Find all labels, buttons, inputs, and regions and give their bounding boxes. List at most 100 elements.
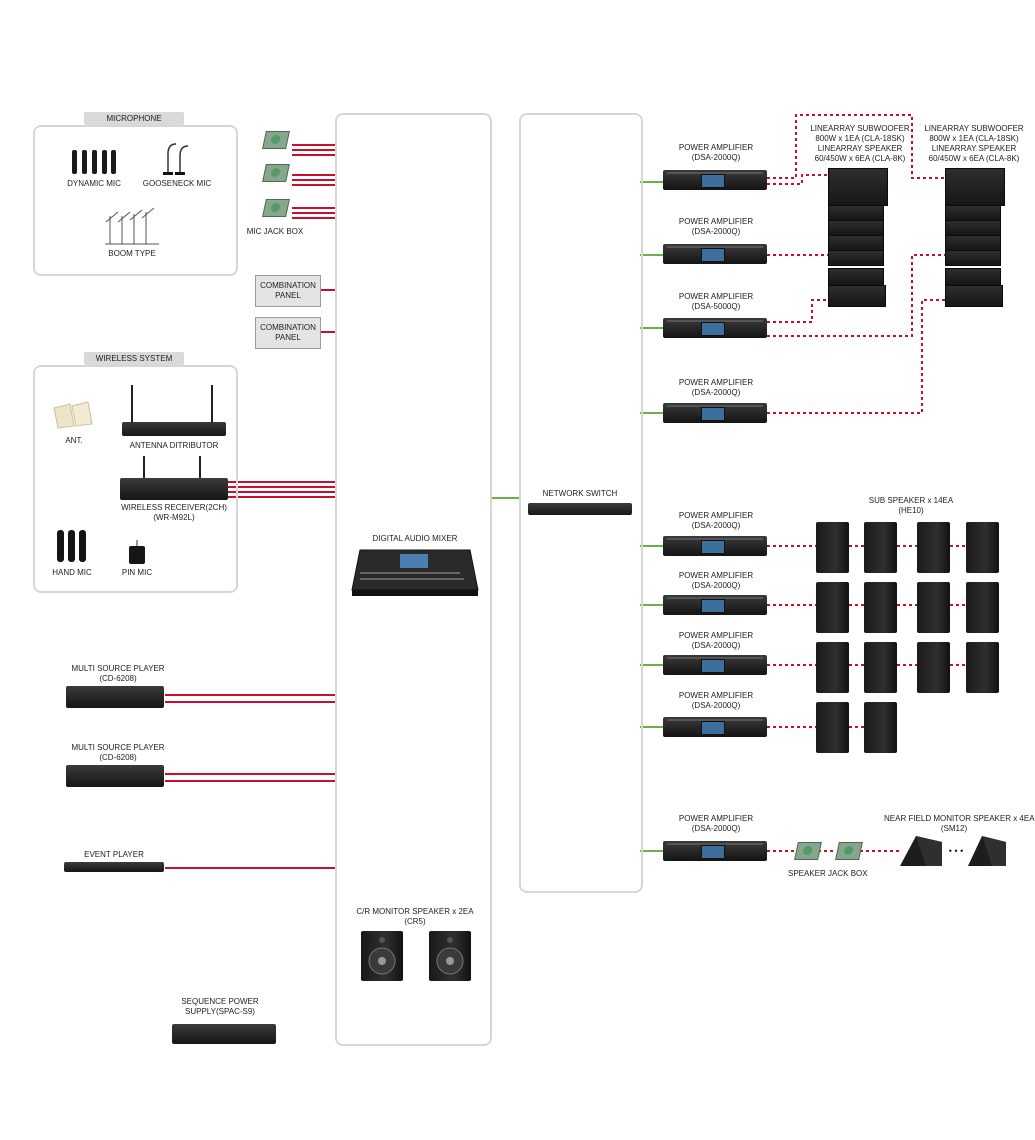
amp-7-line2: (DSA-2000Q)	[691, 641, 741, 650]
antenna-icon	[52, 400, 96, 430]
sub-speaker-r3-2	[864, 642, 897, 693]
linearray-left-line3: LINEARRAY SPEAKER	[817, 144, 903, 153]
amp-2-label: POWER AMPLIFIER(DSA-2000Q)	[664, 217, 768, 237]
power-amplifier-4	[663, 403, 767, 423]
ant-label: ANT.	[65, 436, 83, 445]
cr-monitor-right	[429, 931, 471, 981]
linearray-left-box-3	[828, 235, 884, 251]
amp-8-line2: (DSA-2000Q)	[691, 701, 741, 710]
network-column	[519, 113, 643, 893]
combination-panel-1-line1: COMBINATION	[260, 281, 316, 290]
wireless-receiver-line1: WIRELESS RECEIVER(2CH)	[121, 503, 227, 512]
linearray-right-box-6	[945, 285, 1003, 307]
sequence-power-line1: SEQUENCE POWER	[181, 997, 259, 1006]
pin-mic-icon	[126, 540, 148, 564]
amp-7-label: POWER AMPLIFIER(DSA-2000Q)	[664, 631, 768, 651]
linearray-right-line4: 60/450W x 6EA (CLA-8K)	[928, 154, 1020, 163]
power-amplifier-9	[663, 841, 767, 861]
dynamic-mic-icon	[70, 148, 118, 176]
speaker-jack-box-2	[835, 842, 863, 860]
linearray-left-line2: 800W x 1EA (CLA-18SK)	[815, 134, 905, 143]
multi-source-2-line2: (CD-6208)	[99, 753, 137, 762]
sub-speaker-r2-1	[816, 582, 849, 633]
multi-source-1-label: MULTI SOURCE PLAYER(CD-6208)	[60, 664, 176, 684]
sequence-power-line2: SUPPLY(SPAC-S9)	[185, 1007, 255, 1016]
linearray-left-box-6	[828, 285, 886, 307]
hand-mic-label: HAND MIC	[52, 568, 92, 577]
antenna-distributor-label: ANTENNA DITRIBUTOR	[129, 441, 219, 450]
multi-source-1-line1: MULTI SOURCE PLAYER	[71, 664, 165, 673]
sub-speaker-r3-4	[966, 642, 999, 693]
amp-3-label: POWER AMPLIFIER(DSA-5000Q)	[664, 292, 768, 312]
linearray-right-box-3	[945, 235, 1001, 251]
network-switch-label: NETWORK SWITCH	[542, 489, 618, 498]
amp-9-line1: POWER AMPLIFIER	[678, 814, 754, 823]
linearray-left-label: LINEARRAY SUBWOOFER 800W x 1EA (CLA-18SK…	[808, 124, 912, 164]
mic-jack-box-2	[262, 164, 290, 182]
sub-speaker-r2-4	[966, 582, 999, 633]
linearray-left-line4: 60/450W x 6EA (CLA-8K)	[814, 154, 906, 163]
gooseneck-mic-icon	[160, 140, 194, 176]
power-amplifier-5	[663, 536, 767, 556]
amp-4-line1: POWER AMPLIFIER	[678, 378, 754, 387]
mic-jack-box-1	[262, 131, 290, 149]
wireless-receiver-label: WIRELESS RECEIVER(2CH)(WR-M92L)	[110, 503, 238, 523]
sub-speaker-r2-3	[917, 582, 950, 633]
sub-speaker-r1-4	[966, 522, 999, 573]
linearray-right-sub	[945, 168, 1005, 206]
wireless-receiver-antennas	[138, 456, 208, 480]
audio-lines	[165, 144, 335, 869]
amp-9-label: POWER AMPLIFIER(DSA-2000Q)	[664, 814, 768, 834]
linearray-left-box-4	[828, 250, 884, 266]
mic-jack-box-3	[262, 199, 290, 217]
pin-mic-label: PIN MIC	[121, 568, 153, 577]
sub-speaker-r2-2	[864, 582, 897, 633]
mixer-column	[335, 113, 492, 1046]
network-switch-device	[528, 503, 632, 515]
near-field-line1: NEAR FIELD MONITOR SPEAKER x 4EA	[884, 814, 1035, 823]
sub-speaker-line2: (HE10)	[898, 506, 924, 515]
amp-8-label: POWER AMPLIFIER(DSA-2000Q)	[664, 691, 768, 711]
microphone-group	[33, 125, 238, 276]
near-field-monitor-right	[966, 834, 1008, 868]
sub-speaker-r3-1	[816, 642, 849, 693]
multi-source-1-line2: (CD-6208)	[99, 674, 137, 683]
multi-source-player-1	[66, 686, 164, 708]
amp-2-line2: (DSA-2000Q)	[691, 227, 741, 236]
amp-4-line2: (DSA-2000Q)	[691, 388, 741, 397]
network-lines	[490, 181, 663, 852]
amp-3-line1: POWER AMPLIFIER	[678, 292, 754, 301]
sub-speaker-r3-3	[917, 642, 950, 693]
event-player-label: EVENT PLAYER	[84, 850, 144, 859]
event-player-device	[64, 862, 164, 872]
cr-monitor-line2: (CR5)	[404, 917, 426, 926]
microphone-title: MICROPHONE	[84, 112, 184, 125]
linearray-left-box-1	[828, 205, 884, 221]
sub-speaker-r1-2	[864, 522, 897, 573]
amp-6-line2: (DSA-2000Q)	[691, 581, 741, 590]
amp-1-line2: (DSA-2000Q)	[691, 153, 741, 162]
speaker-lines	[767, 114, 966, 852]
power-amplifier-7	[663, 655, 767, 675]
wireless-receiver-line2: (WR-M92L)	[153, 513, 195, 522]
amp-3-line2: (DSA-5000Q)	[691, 302, 741, 311]
linearray-right-box-5	[945, 268, 1001, 286]
amp-7-line1: POWER AMPLIFIER	[678, 631, 754, 640]
gooseneck-mic-label: GOOSENECK MIC	[142, 179, 212, 188]
power-amplifier-3	[663, 318, 767, 338]
near-field-line2: (SM12)	[940, 824, 968, 833]
dynamic-mic-label: DYNAMIC MIC	[67, 179, 121, 188]
linearray-left-box-5	[828, 268, 884, 286]
combination-panel-1-line2: PANEL	[275, 291, 301, 300]
sub-speaker-r4-2	[864, 702, 897, 753]
linearray-right-line1: LINEARRAY SUBWOOFER	[924, 124, 1024, 133]
multi-source-2-label: MULTI SOURCE PLAYER(CD-6208)	[60, 743, 176, 763]
cr-monitor-line1: C/R MONITOR SPEAKER x 2EA	[356, 907, 474, 916]
linearray-left-sub	[828, 168, 888, 206]
multi-source-2-line1: MULTI SOURCE PLAYER	[71, 743, 165, 752]
near-field-monitor-left	[898, 834, 944, 868]
